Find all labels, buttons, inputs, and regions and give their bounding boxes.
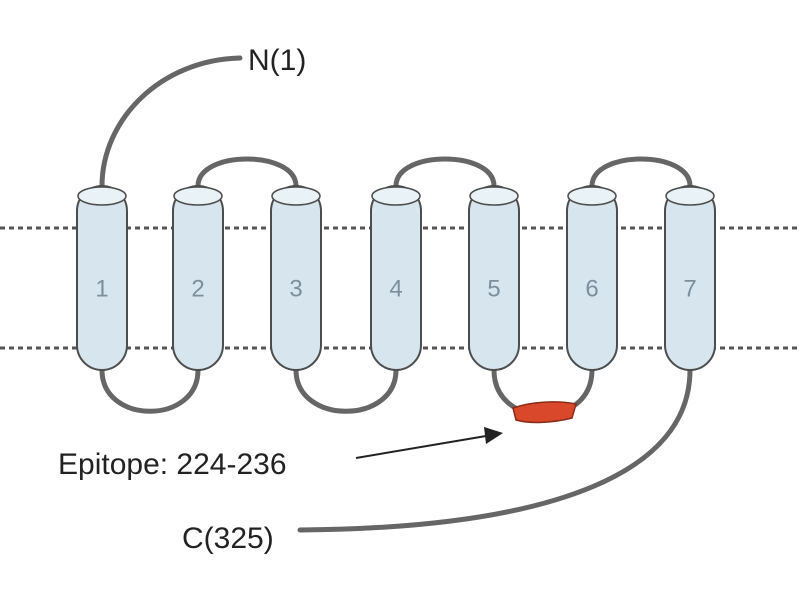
extracellular-loop-1 [195,156,299,187]
helix-4: 4 [370,185,422,371]
n-terminal-tail [99,55,243,189]
helix-1: 1 [76,185,128,371]
epitope-arrow [355,435,487,459]
epitope-label: Epitope: 224-236 [58,448,287,481]
intracellular-loop-1 [99,369,201,414]
c-terminus-label: C(325) [182,522,274,555]
helix-label: 1 [95,275,108,302]
epitope-marker [512,401,577,424]
extracellular-loop-2 [393,156,497,187]
helix-label: 7 [683,275,696,302]
extracellular-loop-3 [589,156,693,187]
helix-label: 3 [289,275,302,302]
helix-5: 5 [468,185,520,371]
helix-2: 2 [172,185,224,371]
epitope-arrowhead [484,427,503,444]
helix-6: 6 [566,185,618,371]
helix-label: 6 [585,275,598,302]
helix-label: 5 [487,275,500,302]
intracellular-loop-2 [293,369,399,414]
helix-label: 2 [191,275,204,302]
helix-7: 7 [664,185,716,371]
helix-label: 4 [389,275,402,302]
helix-3: 3 [270,185,322,371]
n-terminus-label: N(1) [248,44,306,77]
c-terminal-tail [297,367,693,533]
